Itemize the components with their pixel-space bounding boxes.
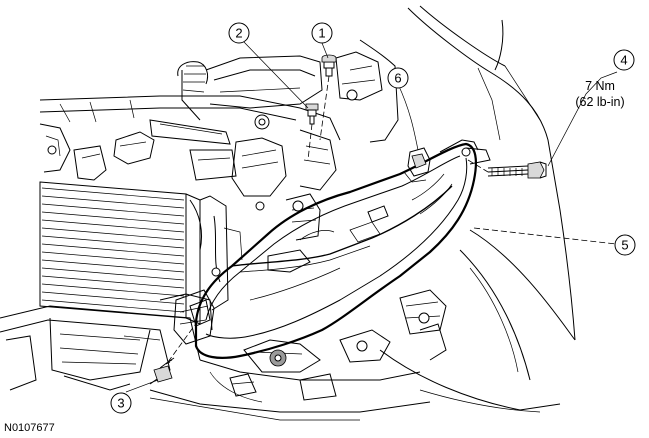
fasteners	[153, 54, 547, 383]
svg-text:3: 3	[117, 396, 124, 411]
torque-lbin: (62 lb-in)	[575, 95, 624, 109]
callout-5: 5	[614, 234, 636, 256]
svg-text:2: 2	[235, 26, 242, 41]
svg-text:6: 6	[394, 71, 401, 86]
bolt-1-icon	[321, 54, 337, 77]
callout-3: 3	[110, 392, 132, 414]
leader-lines	[125, 40, 618, 393]
bolt-4-icon	[487, 161, 547, 179]
callout-1: 1	[311, 22, 333, 44]
svg-text:5: 5	[621, 238, 628, 253]
headlamp-assembly	[189, 139, 491, 359]
figure-id: N0107677	[4, 422, 55, 434]
bolt-2-icon	[305, 103, 319, 125]
callout-4: 4	[613, 49, 635, 71]
torque-nm: 7 Nm	[585, 79, 615, 93]
callout-6: 6	[387, 67, 409, 89]
vehicle-structure	[0, 5, 576, 421]
torque-spec: 7 Nm (62 lb-in)	[575, 79, 624, 109]
svg-text:4: 4	[620, 53, 627, 68]
svg-text:1: 1	[318, 26, 325, 41]
callout-2: 2	[228, 22, 250, 44]
bolt-3-icon	[153, 357, 175, 383]
